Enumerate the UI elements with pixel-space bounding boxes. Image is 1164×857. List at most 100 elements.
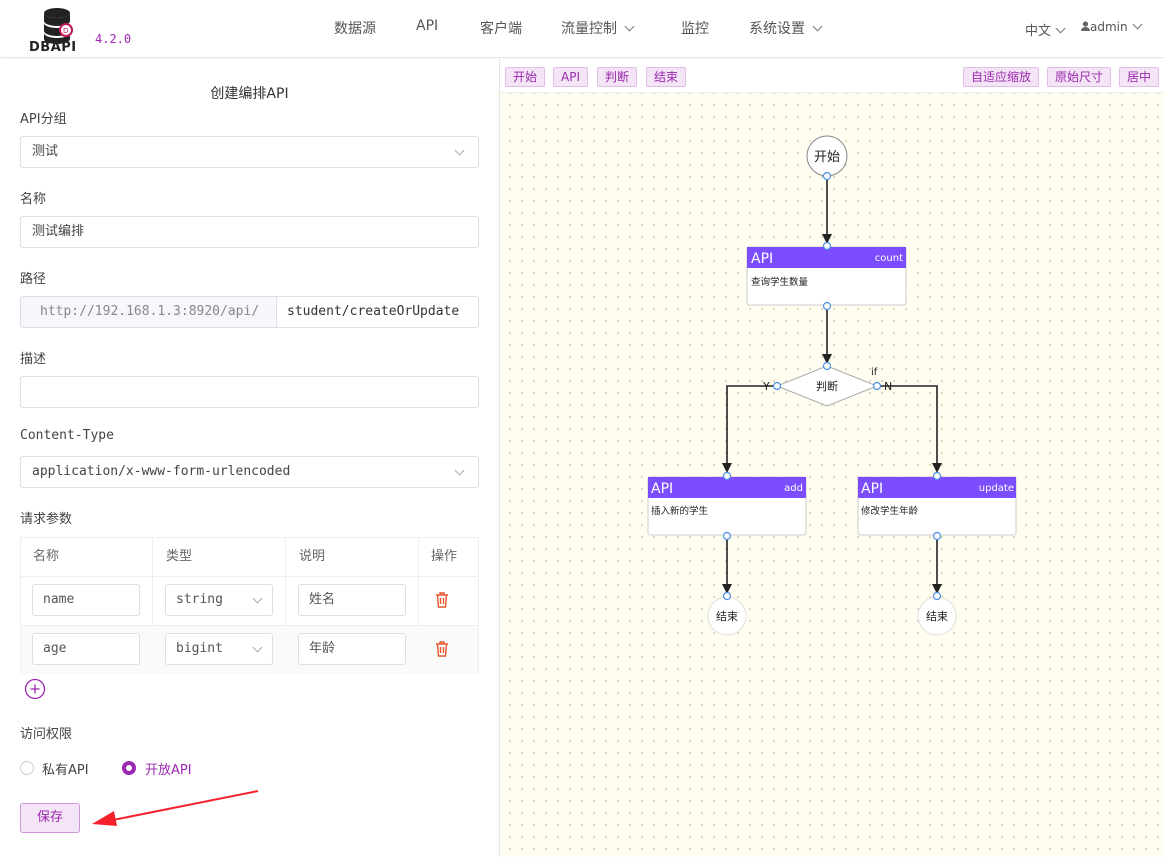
flow-canvas[interactable]: 开始 API 判断 结束 自适应缩放 原始尺寸 居中 开始 xyxy=(500,59,1164,857)
nav-item-api[interactable]: API xyxy=(416,18,438,34)
canvas-toolbar: 开始 API 判断 结束 自适应缩放 原始尺寸 居中 xyxy=(500,59,1164,93)
add-judge-node-button[interactable]: 判断 xyxy=(597,67,638,87)
node-desc-label: 查询学生数量 xyxy=(751,276,809,288)
param-type-value: string xyxy=(176,592,223,607)
nav-label: 流量控制 xyxy=(561,21,617,37)
param-type-value: bigint xyxy=(176,641,223,656)
plus-circle-icon[interactable] xyxy=(24,678,46,700)
judge-node[interactable]: 判断 if Y N xyxy=(762,365,892,407)
params-table: 名称 类型 说明 操作 name string 姓名 age bigint 年龄 xyxy=(20,537,479,675)
description-input[interactable] xyxy=(20,376,479,408)
nav-label: API xyxy=(416,18,439,34)
trash-icon[interactable] xyxy=(435,592,449,608)
language-selector[interactable]: 中文 xyxy=(1025,20,1066,39)
judge-tag-label: if xyxy=(871,367,878,378)
user-menu[interactable]: admin xyxy=(1081,19,1143,35)
fit-zoom-button[interactable]: 自适应缩放 xyxy=(963,67,1040,87)
node-type-label: API xyxy=(861,481,883,497)
nav-item-system-settings[interactable]: 系统设置 xyxy=(749,18,823,38)
api-form-panel: 创建编排API API分组 测试 名称 测试编排 路径 http://192.1… xyxy=(0,59,499,857)
node-type-label: API xyxy=(751,251,773,267)
column-header-action: 操作 xyxy=(431,549,458,564)
version-label: 4.2.0 xyxy=(95,32,132,46)
param-name-input[interactable]: name xyxy=(32,584,140,616)
path-prefix: http://192.168.1.3:8920/api/ xyxy=(20,296,277,328)
group-value: 测试 xyxy=(32,144,59,159)
nav-label: 数据源 xyxy=(334,21,376,37)
arrow-annotation-icon xyxy=(92,790,259,826)
svg-text:D: D xyxy=(63,27,68,35)
chevron-down-icon xyxy=(454,465,465,476)
content-type-label: Content-Type xyxy=(20,428,114,443)
no-branch-label: N xyxy=(884,380,892,393)
flow-edges xyxy=(722,178,942,594)
radio-circle[interactable] xyxy=(20,761,34,775)
trash-icon[interactable] xyxy=(435,641,449,657)
nav-label: 监控 xyxy=(681,21,709,37)
column-header-desc: 说明 xyxy=(299,549,326,564)
api-node-count[interactable]: API count 查询学生数量 xyxy=(746,246,907,306)
nav-label: 系统设置 xyxy=(749,21,805,37)
node-desc-label: 插入新的学生 xyxy=(651,505,709,517)
chevron-down-icon xyxy=(624,21,635,32)
end-node[interactable]: 结束 xyxy=(917,596,957,636)
end-node[interactable]: 结束 xyxy=(707,596,747,636)
radio-circle-checked[interactable] xyxy=(122,761,136,775)
save-button[interactable]: 保存 xyxy=(20,803,80,833)
api-node-update[interactable]: API update 修改学生年龄 xyxy=(857,476,1017,536)
param-desc-input[interactable]: 年龄 xyxy=(298,633,406,665)
node-tag-label: count xyxy=(875,253,903,264)
nav-label: 客户端 xyxy=(480,21,522,37)
username: admin xyxy=(1090,20,1128,34)
column-header-type: 类型 xyxy=(166,549,193,564)
nav-item-client[interactable]: 客户端 xyxy=(480,18,522,38)
api-node-add[interactable]: API add 插入新的学生 xyxy=(647,476,807,536)
column-header-name: 名称 xyxy=(33,549,60,564)
chevron-down-icon xyxy=(454,145,465,156)
node-ports[interactable] xyxy=(722,171,942,601)
node-tag-label: add xyxy=(784,483,803,494)
param-type-select[interactable]: string xyxy=(165,584,273,616)
group-select[interactable]: 测试 xyxy=(20,136,479,168)
chevron-down-icon xyxy=(1055,23,1066,34)
path-label: 路径 xyxy=(20,272,47,287)
flow-diagram: 开始 API count 查询学生数量 判断 if Y N API add 插入… xyxy=(647,135,1017,636)
database-logo-icon[interactable]: D xyxy=(28,4,88,56)
page-title: 创建编排API xyxy=(210,86,289,102)
start-node-label: 开始 xyxy=(814,150,840,165)
yes-branch-label: Y xyxy=(762,380,770,393)
node-desc-label: 修改学生年龄 xyxy=(861,505,919,517)
path-input[interactable]: student/createOrUpdate xyxy=(276,296,479,328)
param-name-input[interactable]: age xyxy=(32,633,140,665)
start-node[interactable]: 开始 xyxy=(806,135,848,177)
params-label: 请求参数 xyxy=(20,512,73,527)
chevron-down-icon xyxy=(252,642,263,653)
chevron-down-icon xyxy=(812,21,823,32)
nav-item-monitor[interactable]: 监控 xyxy=(681,18,709,38)
original-size-button[interactable]: 原始尺寸 xyxy=(1047,67,1112,87)
param-type-select[interactable]: bigint xyxy=(165,633,273,665)
content-type-value: application/x-www-form-urlencoded xyxy=(32,464,291,479)
nav-item-traffic-control[interactable]: 流量控制 xyxy=(561,18,635,38)
name-label: 名称 xyxy=(20,192,47,207)
nav-item-datasource[interactable]: 数据源 xyxy=(334,18,376,38)
logo-text: DBAPI xyxy=(29,40,77,55)
param-desc-input[interactable]: 姓名 xyxy=(298,584,406,616)
user-icon xyxy=(1081,21,1090,31)
radio-label: 开放API xyxy=(145,763,192,778)
center-button[interactable]: 居中 xyxy=(1119,67,1160,87)
add-end-node-button[interactable]: 结束 xyxy=(646,67,687,87)
content-type-select[interactable]: application/x-www-form-urlencoded xyxy=(20,456,479,488)
chevron-down-icon xyxy=(252,593,263,604)
name-input[interactable]: 测试编排 xyxy=(20,216,479,248)
name-value: 测试编排 xyxy=(32,224,85,239)
end-node-label: 结束 xyxy=(926,610,948,623)
language-label: 中文 xyxy=(1025,24,1052,39)
top-navbar: D DBAPI 4.2.0 数据源 API 客户端 流量控制 监控 系统设置 中… xyxy=(0,0,1164,58)
group-label: API分组 xyxy=(20,112,67,127)
table-row: age bigint 年龄 xyxy=(21,626,478,674)
node-tag-label: update xyxy=(979,483,1014,494)
add-start-node-button[interactable]: 开始 xyxy=(505,67,546,87)
add-api-node-button[interactable]: API xyxy=(553,67,588,87)
description-label: 描述 xyxy=(20,352,47,367)
